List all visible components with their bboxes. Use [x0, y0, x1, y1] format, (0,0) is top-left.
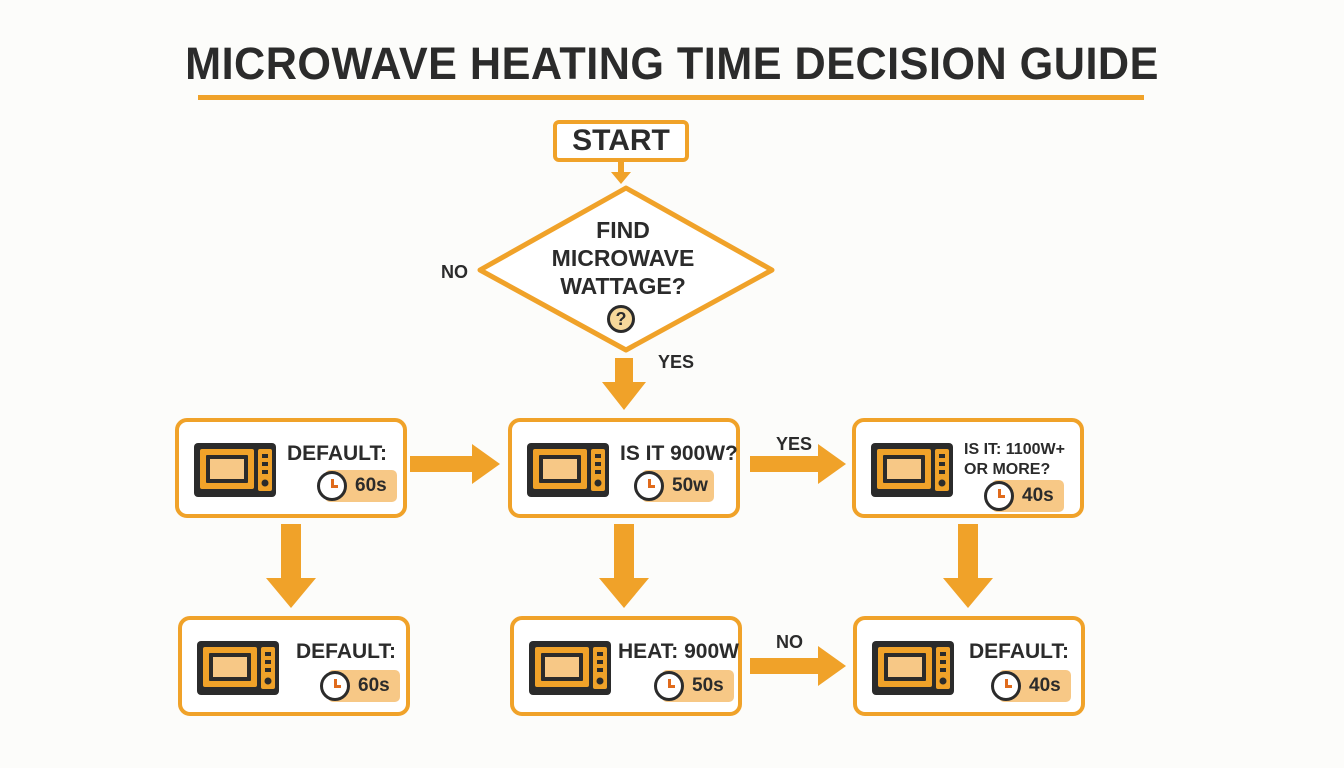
node-label: DEFAULT:: [287, 442, 387, 465]
arrow-top-mid-to-top-right: [750, 444, 846, 484]
node-top-left: DEFAULT: 60s: [175, 418, 407, 518]
title-underline: [198, 95, 1144, 100]
node-top-right: IS IT: 1100W+ OR MORE? 40s: [852, 418, 1084, 518]
decision-diamond: [477, 185, 775, 353]
node-bottom-left: DEFAULT: 60s: [178, 616, 410, 716]
node-label: IS IT 900W?: [620, 442, 738, 465]
time-value: 60s: [355, 475, 387, 496]
time-badge: 60s: [317, 470, 397, 502]
arrow-top-right-to-bottom-right: [943, 524, 993, 608]
time-badge: 50s: [654, 670, 734, 702]
decision-line: MICROWAVE: [551, 245, 695, 271]
page-title: MICROWAVE HEATING TIME DECISION GUIDE: [185, 38, 1159, 89]
clock-icon: [634, 471, 664, 501]
microwave-icon: [872, 641, 954, 695]
edge-label-no-left: NO: [441, 262, 468, 282]
start-node: START: [553, 120, 689, 162]
clock-icon: [320, 671, 350, 701]
arrow-start-to-decision: [611, 162, 631, 184]
node-bottom-right: DEFAULT: 40s: [853, 616, 1085, 716]
microwave-icon: [871, 443, 953, 497]
node-label-line: OR MORE?: [964, 461, 1051, 478]
clock-icon: [317, 471, 347, 501]
time-badge: 60s: [320, 670, 400, 702]
arrow-top-mid-to-bottom-mid: [599, 524, 649, 608]
time-badge: 50w: [634, 470, 714, 502]
arrow-decision-to-top-mid: [602, 358, 646, 410]
time-value: 50w: [672, 475, 708, 496]
edge-label-no-bottom: NO: [776, 632, 803, 652]
time-value: 40s: [1022, 485, 1054, 506]
time-value: 60s: [358, 675, 390, 696]
arrow-top-left-to-top-mid: [410, 444, 500, 484]
node-label: HEAT: 900W: [618, 640, 739, 663]
microwave-icon: [197, 641, 279, 695]
edge-label-yes-down: YES: [658, 352, 695, 372]
node-label-line: IS IT: 1100W+: [964, 441, 1065, 458]
microwave-icon: [529, 641, 611, 695]
decision-line: WATTAGE?: [560, 273, 686, 299]
microwave-icon: [527, 443, 609, 497]
edge-label-yes-right: YES: [776, 434, 813, 454]
time-value: 50s: [692, 675, 724, 696]
node-bottom-mid: HEAT: 900W 50s: [510, 616, 742, 716]
clock-icon: [991, 671, 1021, 701]
time-badge: 40s: [991, 670, 1071, 702]
time-badge: 40s: [984, 480, 1064, 512]
decision-line: FIND: [596, 217, 650, 243]
time-value: 40s: [1029, 675, 1061, 696]
node-label: DEFAULT:: [296, 640, 396, 663]
arrow-top-left-to-bottom-left: [266, 524, 316, 608]
clock-icon: [654, 671, 684, 701]
decision-text: FIND MICROWAVE WATTAGE?: [546, 216, 700, 300]
arrow-bottom-mid-to-bottom-right: [750, 646, 846, 686]
question-icon: ?: [607, 305, 635, 333]
clock-icon: [984, 481, 1014, 511]
node-top-mid: IS IT 900W? 50w: [508, 418, 740, 518]
microwave-icon: [194, 443, 276, 497]
node-label: IS IT: 1100W+ OR MORE?: [964, 440, 1076, 480]
node-label: DEFAULT:: [969, 640, 1069, 663]
